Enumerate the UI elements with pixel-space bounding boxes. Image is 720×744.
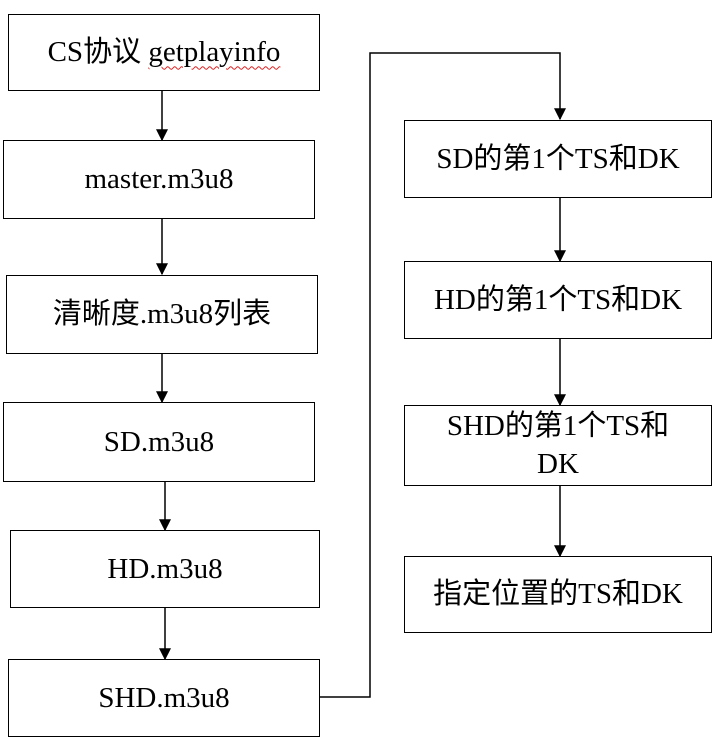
box-shd-line2: DK bbox=[537, 447, 579, 480]
box-master-m3u8: master.m3u8 bbox=[3, 140, 315, 219]
box-shd-first-ts-dk-label: SHD的第1个TS和 DK bbox=[447, 408, 669, 483]
box-sd-m3u8: SD.m3u8 bbox=[3, 402, 315, 482]
box-shd-m3u8-label: SHD.m3u8 bbox=[98, 681, 230, 714]
box-sd-m3u8-label: SD.m3u8 bbox=[103, 425, 215, 458]
box-cs-protocol: CS协议 getplayinfo bbox=[8, 14, 320, 91]
box-position-ts-dk-label: 指定位置的TS和DK bbox=[433, 578, 683, 611]
box-sd-first-ts-dk: SD的第1个TS和DK bbox=[404, 120, 712, 198]
box-hd-m3u8-label: HD.m3u8 bbox=[107, 552, 223, 585]
box-hd-m3u8: HD.m3u8 bbox=[10, 530, 320, 608]
box-shd-line1: SHD的第1个TS和 bbox=[446, 409, 670, 442]
box-master-m3u8-label: master.m3u8 bbox=[84, 163, 234, 196]
box-resolution-list-label: 清晰度.m3u8列表 bbox=[52, 298, 272, 331]
box-hd-first-ts-dk-label: HD的第1个TS和DK bbox=[433, 283, 683, 316]
connector-shd-to-right-column bbox=[320, 52, 566, 698]
box-shd-first-ts-dk: SHD的第1个TS和 DK bbox=[404, 405, 712, 486]
box-resolution-list: 清晰度.m3u8列表 bbox=[6, 275, 318, 354]
box-cs-protocol-label: CS协议 getplayinfo bbox=[47, 36, 281, 69]
box-hd-first-ts-dk: HD的第1个TS和DK bbox=[404, 261, 712, 339]
box-sd-first-ts-dk-label: SD的第1个TS和DK bbox=[436, 142, 680, 175]
spellcheck-word: getplayinfo bbox=[148, 36, 281, 69]
box-shd-m3u8: SHD.m3u8 bbox=[8, 659, 320, 737]
box-position-ts-dk: 指定位置的TS和DK bbox=[404, 556, 712, 633]
